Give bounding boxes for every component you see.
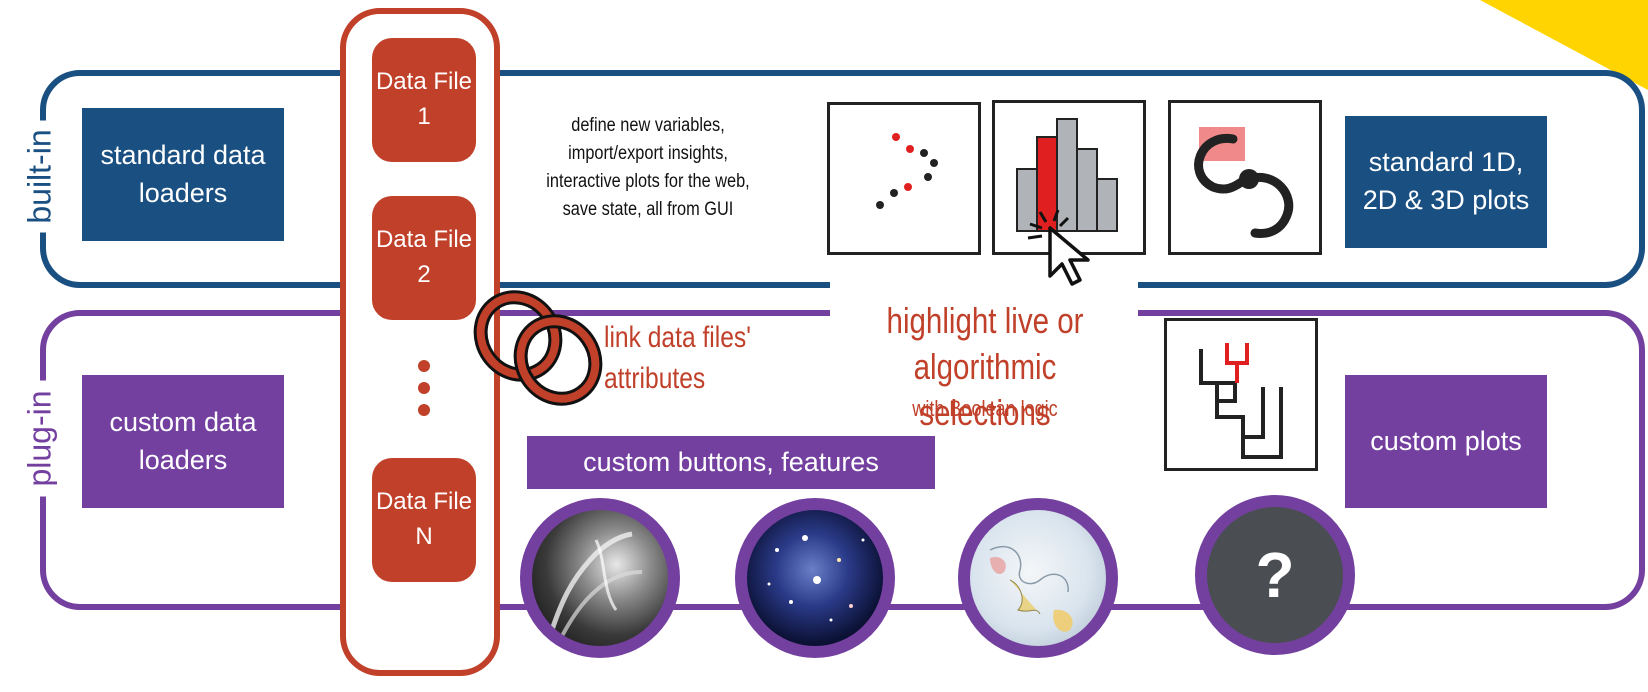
standard-plots-box: standard 1D, 2D & 3D plots — [1345, 116, 1547, 248]
standard-data-loaders-box: standard data loaders — [82, 108, 284, 241]
globe-image-circle — [958, 498, 1118, 658]
ellipsis-dot — [418, 382, 430, 394]
galaxy-image — [767, 535, 865, 622]
curve-plot-icon — [1168, 100, 1322, 255]
highlight-title: highlight live or algorithmic selections — [886, 300, 1084, 434]
highlight-subtitle: with Boolean logic — [912, 396, 1058, 421]
galaxy-image-circle — [735, 498, 895, 658]
custom-plots-box: custom plots — [1345, 375, 1547, 508]
data-file-n: Data File N — [372, 458, 476, 582]
corner-accent — [1480, 0, 1648, 90]
data-file-1: Data File 1 — [372, 38, 476, 162]
ellipsis-dot — [418, 404, 430, 416]
globe-image — [989, 545, 1073, 632]
dendrogram-icon — [1164, 318, 1318, 471]
ellipsis-dot — [418, 360, 430, 372]
link-data-files-text: link data files' attributes — [604, 321, 751, 395]
custom-data-loaders-box: custom data loaders — [82, 375, 284, 508]
unknown-plugin-circle: ? — [1195, 495, 1355, 655]
xray-image — [549, 531, 643, 637]
gui-features-text: define new variables, import/export insi… — [546, 115, 750, 221]
cursor-icon — [1027, 209, 1090, 286]
highlight-text-background — [830, 278, 1138, 434]
data-file-2: Data File 2 — [372, 196, 476, 320]
custom-buttons-features-bar: custom buttons, features — [527, 436, 935, 489]
built-in-label: built-in — [21, 120, 59, 233]
scatter-plot-icon — [827, 102, 981, 255]
question-mark-icon: ? — [1255, 539, 1295, 611]
xray-image-circle — [520, 498, 680, 658]
linked-rings-icon — [473, 290, 603, 406]
plug-in-label: plug-in — [21, 380, 59, 497]
